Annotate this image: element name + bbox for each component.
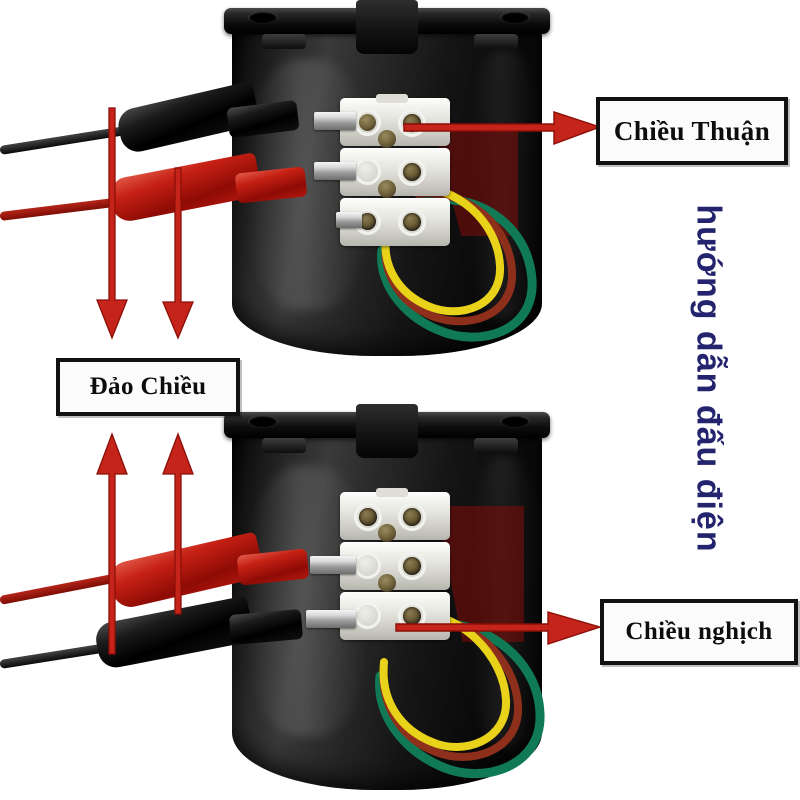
label-dao-chieu: Đảo Chiều: [56, 358, 240, 416]
spade-terminal-1-top: [314, 112, 356, 130]
arrow-up-right: [158, 432, 198, 615]
flange-hole-right-top: [500, 11, 530, 24]
terminal-hole-2b-top: [403, 163, 421, 181]
motor-tab-right-top: [474, 34, 518, 49]
label-chieu-nghich: Chiều nghịch: [600, 599, 798, 665]
arrow-forward-right: [403, 104, 604, 150]
terminal-ring-b1b: [398, 503, 426, 531]
label-dao-chieu-text: Đảo Chiều: [89, 373, 207, 400]
terminal-hole-3a-top: [359, 213, 376, 230]
flange-hole-left-top: [248, 11, 278, 24]
motor-center-boss-bottom: [356, 404, 418, 458]
terminal-ring-2a-top: [354, 158, 381, 185]
spade-terminal-2-bottom: [310, 556, 356, 574]
terminal-hole-b1b: [403, 508, 421, 526]
terminal-hole-b2b: [403, 557, 421, 575]
terminal-notch-bottom: [376, 488, 408, 497]
motor-leads-top: [377, 183, 537, 342]
label-chieu-thuan: Chiều Thuận: [596, 97, 788, 165]
forward-wiring-photo: [0, 0, 800, 392]
terminal-screw-2c-top: [378, 180, 396, 198]
motor-leads-bottom: [375, 610, 545, 779]
label-chieu-nghich-text: Chiều nghịch: [625, 618, 773, 645]
arrow-down-right: [158, 167, 198, 340]
arrow-up-left: [92, 432, 132, 655]
label-chieu-thuan-text: Chiều Thuận: [613, 115, 771, 146]
terminal-screw-1a-top: [359, 114, 376, 131]
motor-tab-left-top: [262, 34, 306, 49]
terminal-screw-b1c: [378, 524, 396, 542]
vertical-caption: hướng dẫn đấu điện: [648, 188, 768, 568]
arrow-down-left: [92, 107, 132, 340]
arrow-reverse-right: [395, 604, 604, 650]
vertical-caption-text: hướng dẫn đấu điện: [689, 203, 728, 553]
spade-terminal-3-bottom: [306, 610, 356, 628]
terminal-hole-3b-top: [403, 213, 421, 231]
terminal-screw-b2c: [378, 574, 396, 592]
terminal-notch-top: [376, 94, 408, 103]
motor-center-boss-top: [356, 0, 418, 54]
motor-tab-right-bottom: [474, 438, 518, 453]
black-clip-nose-bottom: [228, 608, 304, 646]
terminal-screw-1c-top: [378, 130, 396, 148]
terminal-hole-b3b: [403, 607, 421, 625]
terminal-ring-b2a: [354, 552, 381, 579]
flange-hole-left-bottom: [248, 415, 278, 428]
terminal-hole-b1a: [359, 508, 377, 526]
flange-hole-right-bottom: [500, 415, 530, 428]
terminal-ring-b3a: [354, 602, 381, 629]
motor-tab-left-bottom: [262, 438, 306, 453]
spade-terminal-3-top: [336, 212, 362, 228]
spade-terminal-2-top: [314, 162, 356, 180]
